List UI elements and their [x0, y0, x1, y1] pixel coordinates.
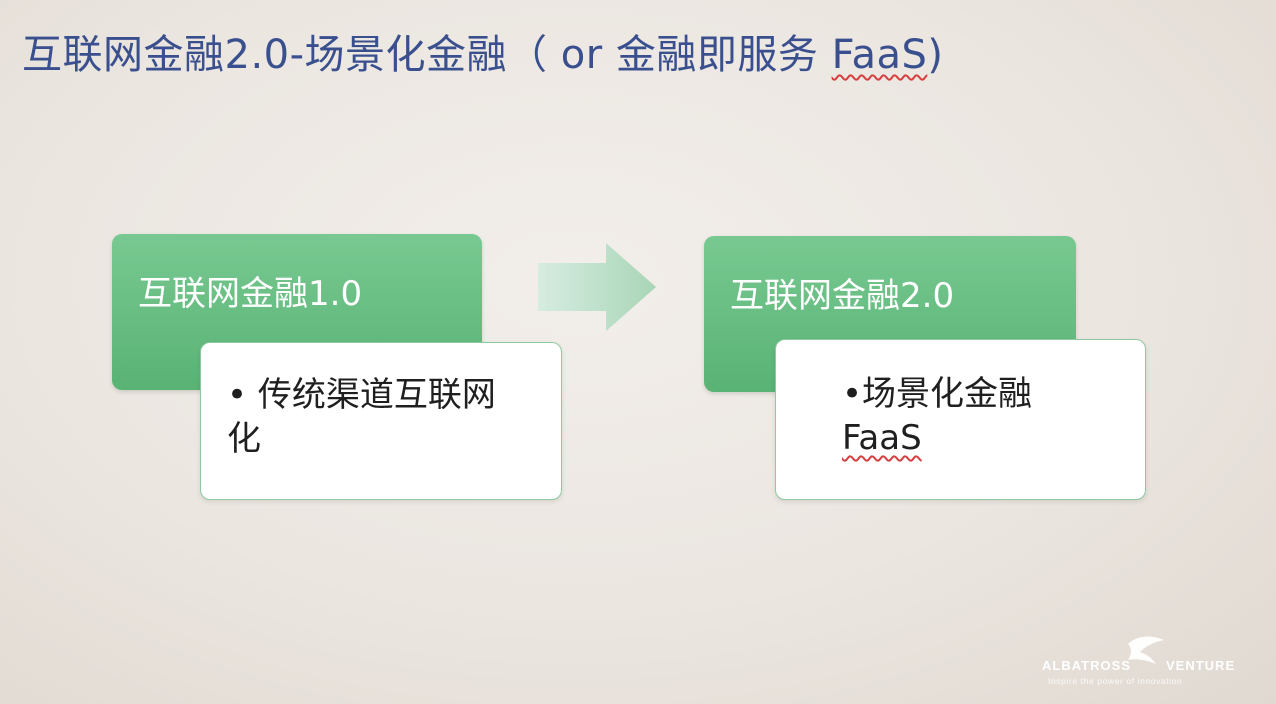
stage2-detail-faas: FaaS — [842, 418, 922, 458]
slide-title-close: ) — [927, 32, 944, 78]
albatross-venture-logo: ALBATROSS VENTURE Inspire the power of i… — [1042, 636, 1235, 686]
stage2-label: 互联网金融2.0 — [730, 276, 955, 316]
logo-tagline: Inspire the power of innovation — [1048, 676, 1182, 686]
stage1-label: 互联网金融1.0 — [138, 274, 363, 314]
slide-title-main: 互联网金融2.0-场景化金融（ or 金融即服务 — [22, 32, 832, 78]
slide-title-faas: FaaS — [831, 32, 928, 78]
stage1-detail-box: • 传统渠道互联网化 — [200, 342, 562, 500]
logo-left-word: ALBATROSS — [1042, 658, 1131, 673]
slide-title: 互联网金融2.0-场景化金融（ or 金融即服务 FaaS) — [22, 22, 943, 80]
albatross-bird-icon — [1128, 636, 1164, 664]
right-arrow-icon — [538, 243, 656, 331]
stage2-detail-line1: •场景化金融 — [842, 374, 1033, 414]
logo-right-word: VENTURE — [1166, 658, 1235, 673]
stage1-detail: • 传统渠道互联网化 — [227, 375, 496, 459]
